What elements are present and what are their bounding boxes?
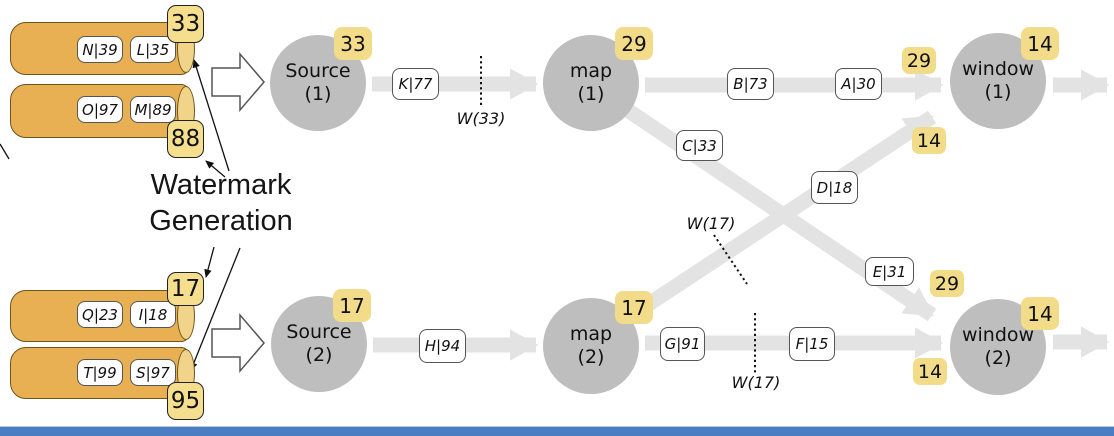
event-record: F|15 bbox=[789, 327, 835, 361]
event-record: K|77 bbox=[392, 68, 439, 100]
event-record: C|33 bbox=[676, 130, 723, 161]
watermark-badge: 88 bbox=[167, 120, 204, 158]
event-record: S|97 bbox=[130, 359, 176, 386]
pointer-arrow-badge-17 bbox=[204, 246, 215, 278]
event-record: A|30 bbox=[835, 68, 882, 100]
operator-instance: (1) bbox=[984, 81, 1012, 103]
watermark-badge: 17 bbox=[615, 291, 653, 324]
event-record: D|18 bbox=[811, 171, 858, 204]
watermark-badge: 14 bbox=[913, 358, 947, 385]
bottom-window-bar bbox=[0, 426, 1114, 436]
watermark-tick-label: W(17) bbox=[731, 373, 781, 392]
operator-instance: (1) bbox=[577, 83, 605, 105]
event-record: O|97 bbox=[77, 96, 123, 123]
watermark-badge: 33 bbox=[334, 27, 372, 60]
operator-instance: (2) bbox=[577, 346, 605, 368]
event-record: L|35 bbox=[130, 36, 176, 63]
event-record: G|91 bbox=[660, 327, 705, 361]
event-record: M|89 bbox=[130, 96, 176, 123]
watermark-badge: 29 bbox=[615, 27, 653, 60]
watermark-badge: 29 bbox=[902, 47, 936, 74]
watermark-tick-label: W(33) bbox=[456, 109, 506, 128]
operator-instance: (2) bbox=[984, 347, 1012, 369]
pointer-arrow-badge-95 bbox=[190, 247, 241, 371]
watermark-badge: 14 bbox=[1021, 297, 1059, 330]
figure-title: Watermark Generation bbox=[103, 167, 339, 239]
event-record: H|94 bbox=[419, 329, 466, 363]
watermark-badge: 33 bbox=[167, 5, 204, 43]
operator-label: window bbox=[961, 57, 1035, 80]
event-record: I|18 bbox=[130, 301, 176, 328]
watermark-badge: 17 bbox=[333, 289, 371, 322]
operator-label: Source bbox=[285, 59, 351, 82]
hollow-arrow-stream1-to-source1 bbox=[211, 51, 265, 113]
hollow-arrow-stream2-to-source2 bbox=[211, 312, 265, 374]
event-record: Q|23 bbox=[77, 301, 123, 328]
operator-instance: (2) bbox=[305, 344, 333, 366]
pointer-arrow-badge-88 bbox=[205, 160, 226, 178]
figure-title-line1: Watermark bbox=[150, 169, 292, 201]
arrow-map2-to-window1 bbox=[612, 110, 937, 332]
watermark-tick-label: W(17) bbox=[686, 214, 736, 233]
event-record: B|73 bbox=[727, 68, 774, 100]
operator-label: window bbox=[961, 323, 1035, 346]
edge-clipped-line bbox=[0, 143, 10, 160]
operator-label: Source bbox=[286, 320, 352, 343]
event-record: N|39 bbox=[77, 36, 123, 63]
event-record: T|99 bbox=[77, 359, 123, 386]
operator-label: map bbox=[569, 59, 613, 82]
watermark-badge: 95 bbox=[167, 382, 204, 420]
operator-instance: (1) bbox=[304, 83, 332, 105]
watermark-badge: 14 bbox=[912, 127, 946, 154]
watermark-badge: 17 bbox=[167, 272, 204, 306]
event-record: E|31 bbox=[865, 257, 914, 286]
pointer-arrow-badge-33 bbox=[192, 59, 230, 172]
operator-label: map bbox=[569, 322, 613, 345]
watermark-badge: 14 bbox=[1021, 27, 1059, 60]
watermark-badge: 29 bbox=[930, 270, 964, 297]
figure-title-line2: Generation bbox=[149, 205, 293, 237]
